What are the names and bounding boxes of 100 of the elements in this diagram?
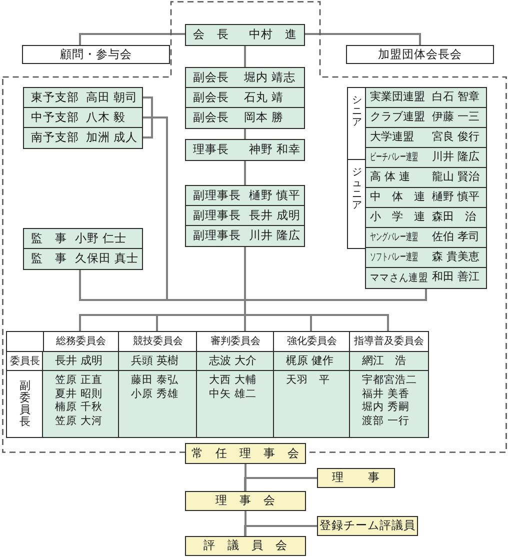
vice-chair-name: 中矢 雄二 xyxy=(209,388,256,401)
role-title: 副理事長 xyxy=(193,209,241,222)
category-label: ジュニア xyxy=(352,167,362,211)
council-box xyxy=(185,491,306,511)
person-name: 樋野 慎平 xyxy=(432,191,480,204)
vice-chair-name: 笠原 正直 xyxy=(55,374,102,388)
league-row xyxy=(365,147,487,168)
branch-row xyxy=(23,107,143,128)
league-row xyxy=(365,187,487,208)
league-name: 中 体 連 xyxy=(370,191,425,204)
connector-line xyxy=(244,464,246,491)
council-name: 評 議 員 会 xyxy=(204,539,288,553)
committee-name: 総務委員会 xyxy=(56,336,106,348)
committee-name: 審判委員会 xyxy=(210,336,260,348)
person-name: 中村 進 xyxy=(249,28,297,42)
person-name: 堀内 靖志 xyxy=(244,71,296,84)
connector-line xyxy=(244,477,317,491)
officer-row xyxy=(185,67,305,88)
person-name: 宮良 俊行 xyxy=(432,131,480,144)
vice-chair-name: 福井 美香 xyxy=(362,388,410,401)
league-name: 高 体 連 xyxy=(370,171,410,184)
committee-name: 指導普及委員会 xyxy=(354,336,424,348)
connector-line xyxy=(244,46,246,67)
person-name: 加洲 成人 xyxy=(86,131,138,144)
chair-name: 兵頭 英樹 xyxy=(131,354,178,368)
category-box xyxy=(347,159,366,248)
row-heading: 委員長 xyxy=(10,356,40,367)
connector-line xyxy=(244,525,317,536)
league-row xyxy=(365,207,487,228)
vice-chair-name: 藤田 泰弘 xyxy=(131,374,178,388)
person-name: 石丸 靖 xyxy=(244,91,284,104)
role-title: 副会長 xyxy=(193,71,229,84)
person-name: 森 貴美恵 xyxy=(432,251,480,264)
role-title: 監 事 xyxy=(31,232,67,246)
person-name: 岡本 勝 xyxy=(244,111,284,124)
league-row xyxy=(365,107,487,128)
role-title: 理事長 xyxy=(193,143,229,156)
committee-header-cell xyxy=(349,331,428,352)
chair-name: 長井 成明 xyxy=(55,354,102,368)
group-box xyxy=(346,45,494,64)
person-name: 森田 治 xyxy=(432,211,476,224)
vice-chair-name: 笠原 大河 xyxy=(55,414,102,428)
connector-line xyxy=(305,33,421,45)
branch-row xyxy=(23,87,143,108)
person-name: 川井 隆広 xyxy=(249,229,301,242)
committee-name: 競技委員会 xyxy=(132,336,183,348)
person-name: 川井 隆広 xyxy=(432,151,480,164)
officer-row xyxy=(185,205,305,226)
member-name: 理 事 xyxy=(332,471,380,485)
council-box xyxy=(185,443,306,464)
person-name: 高田 朝司 xyxy=(86,91,138,104)
vice-chair-name: 楠原 千秋 xyxy=(55,401,102,414)
league-name: ヤングバレー連盟 xyxy=(370,232,418,244)
branch-name: 南予支部 xyxy=(31,131,79,144)
league-row xyxy=(365,87,487,108)
league-name: 実業団連盟 xyxy=(370,91,425,104)
council-box xyxy=(185,536,306,556)
connector-line xyxy=(244,511,246,536)
officer-row xyxy=(185,87,305,108)
vice-chair-name: 小原 秀雄 xyxy=(131,388,178,401)
category-label: シニア xyxy=(352,95,362,128)
league-row xyxy=(365,167,487,188)
person-name: 龍山 賢治 xyxy=(432,171,480,184)
person-name: 伊藤 一三 xyxy=(432,111,480,124)
league-name: ビーチバレー連盟 xyxy=(370,152,418,164)
connector-line xyxy=(244,160,246,185)
branch-name: 中予支部 xyxy=(31,111,79,124)
league-name: ソフトバレー連盟 xyxy=(370,252,418,264)
person-name: 白石 智章 xyxy=(432,91,480,104)
vice-chair-name: 渡部 一行 xyxy=(362,414,410,428)
vice-chair-name: 堀内 秀嗣 xyxy=(362,401,410,414)
chair-name: 網江 浩 xyxy=(362,354,406,368)
person-name: 小野 仁士 xyxy=(75,232,127,246)
officer-row xyxy=(185,24,305,46)
branch-row xyxy=(23,127,143,148)
branch-name: 東予支部 xyxy=(31,91,79,104)
vice-chair-name: 大西 大輔 xyxy=(209,374,256,388)
league-row xyxy=(365,227,487,248)
committee-name: 強化委員会 xyxy=(286,336,337,348)
role-title: 会 長 xyxy=(193,28,229,42)
auditor-row xyxy=(23,228,143,250)
vice-chair-name: 夏井 昭則 xyxy=(55,388,102,401)
council-name: 理 事 会 xyxy=(216,494,276,508)
officer-row xyxy=(185,225,305,246)
role-title: 監 事 xyxy=(31,252,67,266)
connector-line xyxy=(79,33,185,45)
group-box xyxy=(22,45,170,64)
officer-row xyxy=(185,107,305,128)
person-name: 神野 和幸 xyxy=(249,143,301,156)
vice-chair-name: 天羽 平 xyxy=(286,374,330,388)
role-title: 副会長 xyxy=(193,111,229,124)
person-name: 久保田 真士 xyxy=(75,252,139,266)
member-box xyxy=(317,468,395,488)
person-name: 八木 毅 xyxy=(86,111,126,124)
role-title: 副理事長 xyxy=(193,229,241,242)
league-row xyxy=(365,247,487,268)
vice-chair-name: 宇都宮浩二 xyxy=(362,374,417,388)
league-name: 小 学 連 xyxy=(370,211,425,224)
league-name: ママさん連盟 xyxy=(370,272,428,284)
person-name: 佐伯 孝司 xyxy=(432,231,480,244)
